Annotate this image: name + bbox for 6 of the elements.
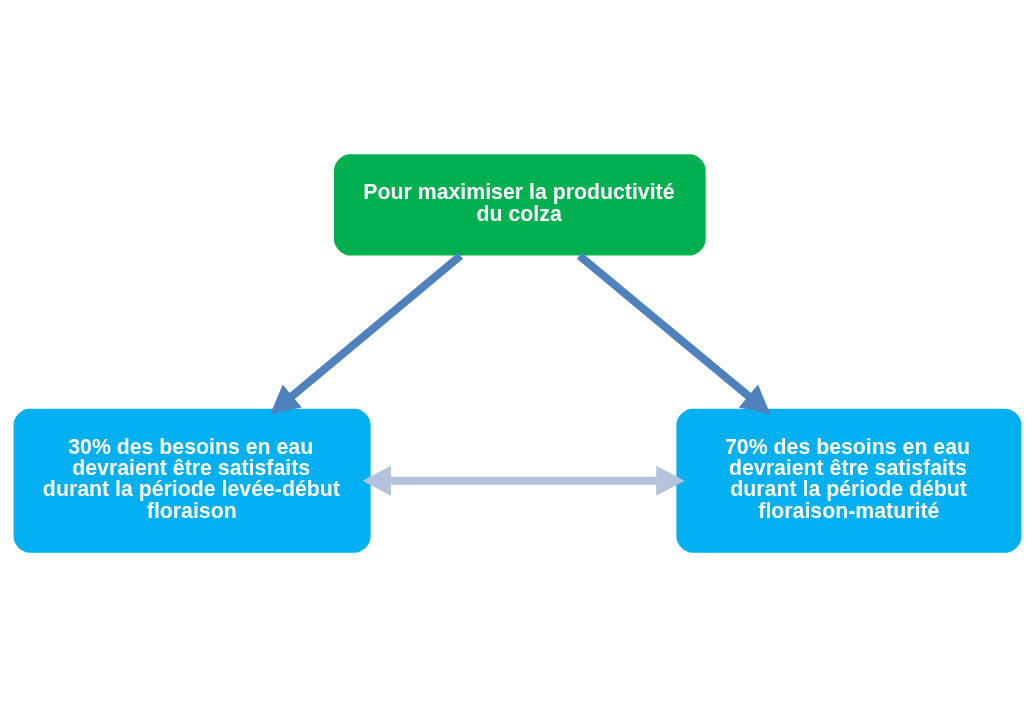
- node-box: 70% des besoins en eau devraient être satisfaits durant la période début floraison-maturité: [676, 408, 1022, 553]
- arrow: [576, 252, 771, 415]
- arrow: [362, 465, 685, 496]
- node-box: 30% des besoins en eau devraient être satisfaits durant la période levée-début floraison: [13, 408, 371, 553]
- arrow: [270, 252, 464, 415]
- node-box: Pour maximiser la productivité du colza: [334, 154, 706, 256]
